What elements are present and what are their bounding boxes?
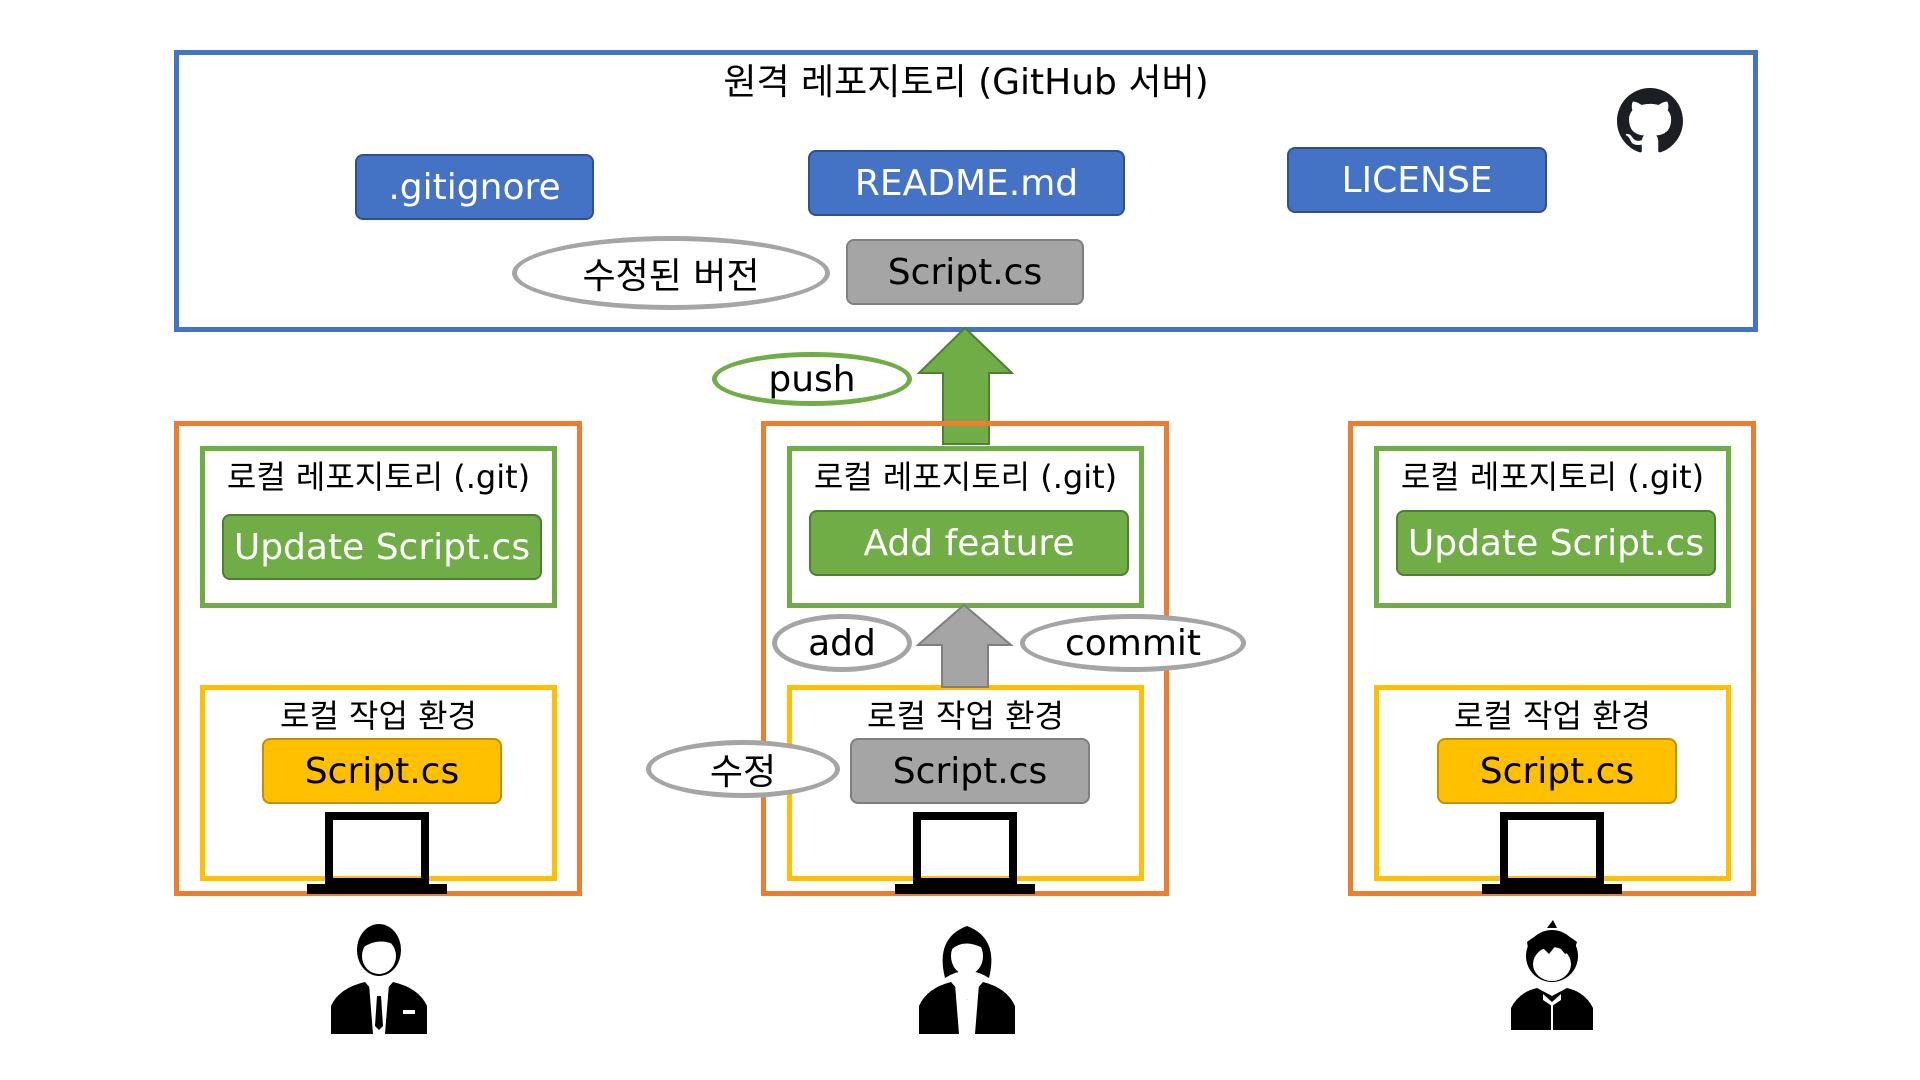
push-arrow bbox=[916, 326, 1015, 445]
developer-2-local-repo-label: 로컬 레포지토리 (.git) bbox=[813, 458, 1118, 496]
developer-1-file[interactable]: Script.cs bbox=[262, 738, 502, 804]
remote-file-gitignore[interactable]: .gitignore bbox=[355, 154, 594, 220]
modify-label: 수정 bbox=[646, 740, 840, 798]
developer-2-workspace-label: 로컬 작업 환경 bbox=[867, 697, 1064, 735]
add-label: add bbox=[772, 614, 912, 672]
developer-1-workspace-label: 로컬 작업 환경 bbox=[280, 697, 477, 735]
developer-2-local-repo: 로컬 레포지토리 (.git) bbox=[787, 446, 1144, 608]
developer-1-local-repo: 로컬 레포지토리 (.git) bbox=[200, 446, 557, 608]
developer-3-local-repo-label: 로컬 레포지토리 (.git) bbox=[1400, 458, 1705, 496]
developer-3-workspace-label: 로컬 작업 환경 bbox=[1454, 697, 1651, 735]
remote-title: 원격 레포지토리 (GitHub 서버) bbox=[723, 62, 1209, 103]
businessman-icon bbox=[331, 924, 427, 1034]
commit-arrow bbox=[915, 603, 1014, 688]
remote-file-script[interactable]: Script.cs bbox=[846, 239, 1084, 305]
boy-icon bbox=[1511, 920, 1593, 1030]
developer-3-local-repo: 로컬 레포지토리 (.git) bbox=[1374, 446, 1731, 608]
modified-version-label: 수정된 버전 bbox=[512, 236, 830, 310]
developer-1-commit[interactable]: Update Script.cs bbox=[222, 514, 542, 580]
commit-label: commit bbox=[1020, 614, 1246, 672]
remote-file-readme[interactable]: README.md bbox=[808, 150, 1125, 216]
laptop-icon bbox=[895, 812, 1035, 894]
developer-1-local-repo-label: 로컬 레포지토리 (.git) bbox=[226, 458, 531, 496]
push-label: push bbox=[712, 352, 912, 406]
businesswoman-icon bbox=[919, 926, 1015, 1034]
remote-file-license[interactable]: LICENSE bbox=[1287, 147, 1547, 213]
developer-2-commit[interactable]: Add feature bbox=[809, 510, 1129, 576]
developer-3-file[interactable]: Script.cs bbox=[1437, 738, 1677, 804]
laptop-icon bbox=[1482, 812, 1622, 894]
developer-2-file[interactable]: Script.cs bbox=[850, 738, 1090, 804]
developer-3-commit[interactable]: Update Script.cs bbox=[1396, 510, 1716, 576]
github-icon bbox=[1617, 88, 1683, 153]
laptop-icon bbox=[307, 812, 447, 894]
